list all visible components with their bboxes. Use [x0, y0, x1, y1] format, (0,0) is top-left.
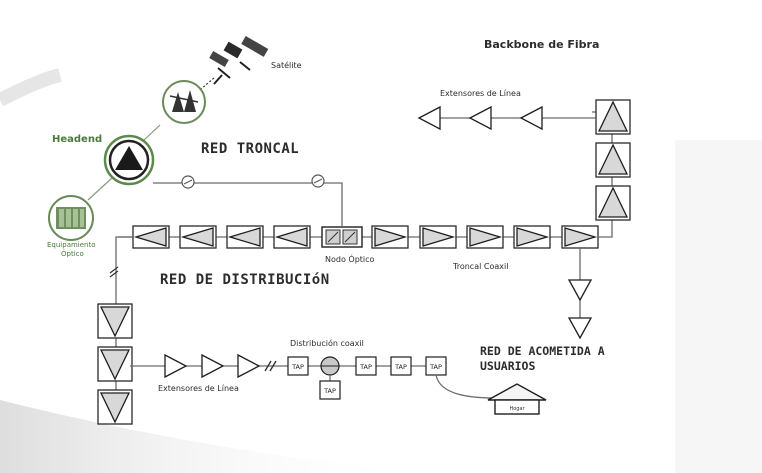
amplifier-down-3: [97, 389, 133, 425]
backbone-label: Backbone de Fibra: [484, 38, 600, 51]
break-mark: [264, 360, 277, 372]
tap-box: TAP: [319, 380, 341, 400]
link-headend-equipment: [87, 177, 113, 201]
optical-equipment-label-line1: Equipamiento: [47, 241, 96, 249]
background-swoosh: [0, 400, 420, 473]
satellite-label: Satélite: [271, 61, 302, 70]
amplifier-down-1: [97, 303, 133, 339]
satellite-icon: [209, 36, 269, 85]
amplifier-up-3: [595, 185, 631, 221]
trunk-network-label: RED TRONCAL: [201, 141, 300, 157]
splitter-icon: [320, 356, 340, 376]
line-extender-bottom-3: [237, 353, 261, 379]
amplifier-up-1: [595, 99, 631, 135]
drop-network-label-line2: USUARIOS: [480, 359, 536, 373]
tap-box: TAP: [355, 356, 377, 376]
distribution-network-label: RED DE DISTRIBUCIóN: [160, 272, 330, 288]
line-extenders-top-label: Extensores de Línea: [440, 89, 521, 98]
optical-equipment-icon: [48, 195, 94, 241]
line-extender-bottom-1: [164, 353, 188, 379]
line-extender-down-1: [567, 279, 593, 302]
line-extender-top-2: [468, 105, 492, 131]
svg-text:TAP: TAP: [359, 363, 372, 371]
amplifier-left-1: [132, 225, 170, 249]
optical-equipment-label-line2: Óptico: [61, 250, 84, 258]
line-extender-top-3: [519, 105, 543, 131]
amplifier-right-5: [561, 225, 599, 249]
line-extenders-bottom-label: Extensores de Línea: [158, 384, 239, 393]
line-extender-bottom-2: [201, 353, 225, 379]
svg-text:TAP: TAP: [291, 363, 304, 371]
background-arc: [0, 68, 62, 107]
coax-trunk-label: Troncal Coaxil: [453, 262, 509, 271]
amplifier-down-2: [97, 346, 133, 382]
svg-text:TAP: TAP: [323, 387, 336, 395]
antenna-dish-icon: [162, 80, 206, 124]
svg-text:TAP: TAP: [394, 363, 407, 371]
amplifier-left-2: [179, 225, 217, 249]
fiber-coupler-icon: [311, 174, 325, 188]
fiber-coupler-icon: [181, 175, 195, 189]
coax-distribution-label: Distribución coaxil: [290, 339, 364, 348]
drop-cable: [435, 374, 496, 399]
tap-box: TAP: [287, 356, 309, 376]
amplifier-right-1: [371, 225, 409, 249]
amplifier-up-2: [595, 142, 631, 178]
headend-label: Headend: [52, 134, 103, 145]
amplifier-right-4: [513, 225, 551, 249]
drop-network-label-line1: RED DE ACOMETIDA A: [480, 344, 605, 358]
svg-text:Hogar: Hogar: [509, 406, 525, 412]
line-extender-top-1: [417, 105, 441, 131]
break-mark: [109, 266, 119, 278]
optical-node-label: Nodo Óptico: [325, 255, 375, 264]
amplifier-left-4: [273, 225, 311, 249]
headend-icon: [103, 134, 155, 186]
optical-node-icon: [321, 226, 363, 248]
amplifier-left-3: [226, 225, 264, 249]
amplifier-right-2: [419, 225, 457, 249]
background-panel: [675, 140, 762, 473]
home-icon: Hogar: [487, 383, 547, 415]
line-extender-down-2: [567, 317, 593, 340]
fiber-trunk-line: [153, 182, 343, 226]
amplifier-right-3: [466, 225, 504, 249]
svg-text:TAP: TAP: [429, 363, 442, 371]
link-headend-antenna: [141, 124, 161, 143]
tap-box: TAP: [390, 356, 412, 376]
tap-box: TAP: [425, 356, 447, 376]
